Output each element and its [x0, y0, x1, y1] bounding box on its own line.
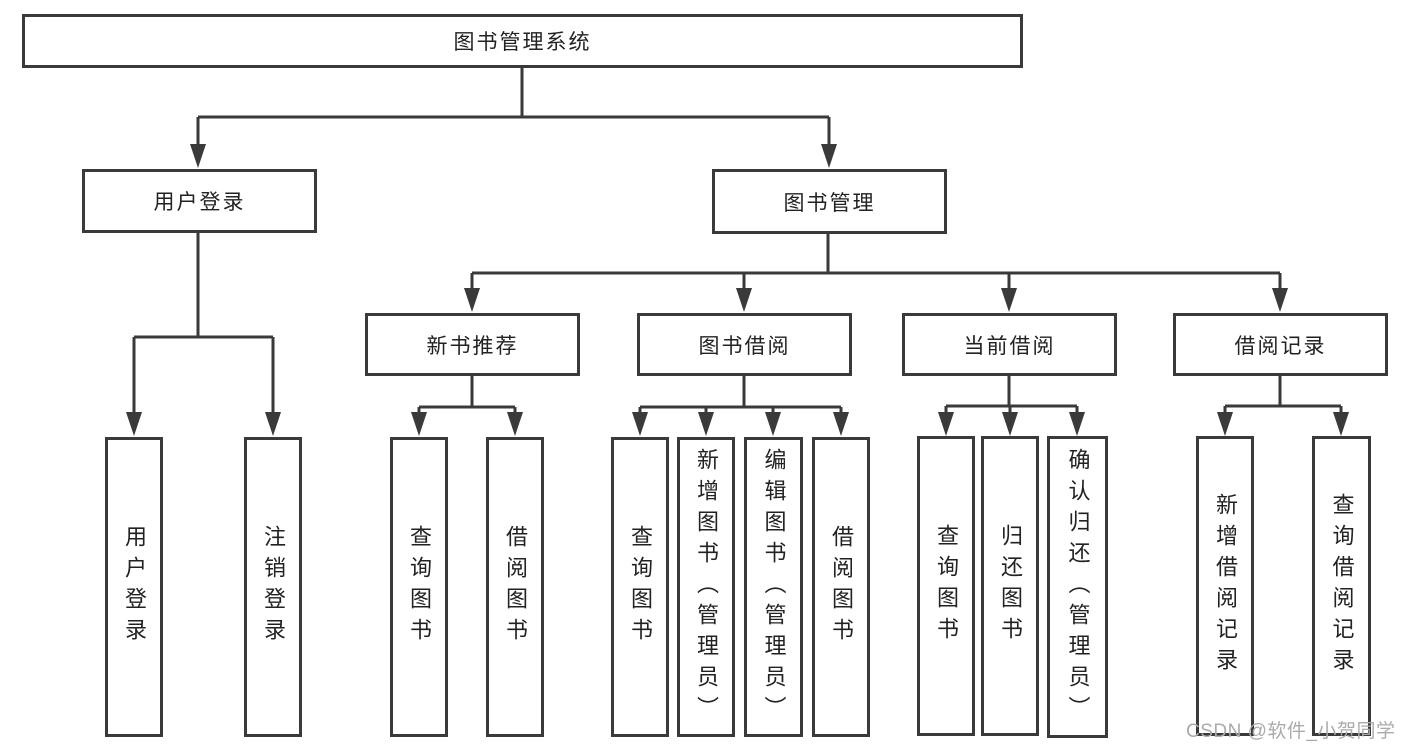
leaf-edit-books-admin-label: 编辑图书（管理员）	[761, 447, 787, 727]
leaf-confirm-return-admin: 确认归还（管理员）	[1047, 436, 1108, 738]
leaf-query-books-2: 查询图书	[611, 437, 669, 737]
node-user-login: 用户登录	[82, 169, 317, 233]
leaf-query-borrow-record: 查询借阅记录	[1312, 436, 1371, 736]
leaf-query-borrow-record-label: 查询借阅记录	[1329, 493, 1355, 679]
node-library-management-system: 图书管理系统	[22, 14, 1023, 68]
node-book-borrow-label: 图书借阅	[698, 334, 791, 358]
leaf-add-books-admin-label: 新增图书（管理员）	[694, 447, 719, 727]
node-new-book-recommend-label: 新书推荐	[426, 334, 519, 358]
node-current-borrow-label: 当前借阅	[963, 334, 1056, 358]
leaf-return-books: 归还图书	[981, 436, 1039, 736]
leaf-add-books-admin: 新增图书（管理员）	[677, 437, 735, 737]
leaf-return-books-label: 归还图书	[998, 524, 1023, 648]
leaf-borrow-books-2-label: 借阅图书	[829, 525, 854, 649]
leaf-user-login: 用户登录	[105, 437, 163, 737]
leaf-confirm-return-admin-label: 确认归还（管理员）	[1065, 447, 1091, 727]
leaf-borrow-books-1: 借阅图书	[486, 437, 544, 737]
leaf-user-login-label: 用户登录	[122, 525, 147, 649]
arrowheads	[126, 144, 1349, 436]
node-borrow-records: 借阅记录	[1173, 313, 1388, 376]
node-book-management: 图书管理	[712, 169, 947, 234]
leaf-add-borrow-record-label: 新增借阅记录	[1213, 493, 1238, 679]
leaf-query-books-1: 查询图书	[390, 437, 448, 737]
leaf-query-books-1-label: 查询图书	[407, 525, 432, 649]
node-current-borrow: 当前借阅	[902, 313, 1117, 376]
leaf-logout: 注销登录	[244, 437, 302, 737]
node-library-management-system-label: 图书管理系统	[453, 31, 592, 54]
node-book-borrow: 图书借阅	[637, 313, 852, 376]
leaf-borrow-books-1-label: 借阅图书	[503, 525, 528, 649]
csdn-watermark: CSDN @软件_小贺同学	[1186, 721, 1396, 742]
leaf-query-books-3: 查询图书	[917, 436, 975, 736]
node-user-login-label: 用户登录	[153, 191, 246, 214]
node-new-book-recommend: 新书推荐	[365, 313, 580, 376]
leaf-query-books-3-label: 查询图书	[934, 524, 959, 648]
leaf-logout-label: 注销登录	[261, 525, 286, 649]
leaf-borrow-books-2: 借阅图书	[812, 437, 870, 737]
leaf-edit-books-admin: 编辑图书（管理员）	[744, 437, 803, 737]
leaf-query-books-2-label: 查询图书	[628, 525, 653, 649]
leaf-add-borrow-record: 新增借阅记录	[1196, 436, 1254, 736]
node-book-management-label: 图书管理	[783, 191, 876, 215]
node-borrow-records-label: 借阅记录	[1234, 334, 1327, 358]
